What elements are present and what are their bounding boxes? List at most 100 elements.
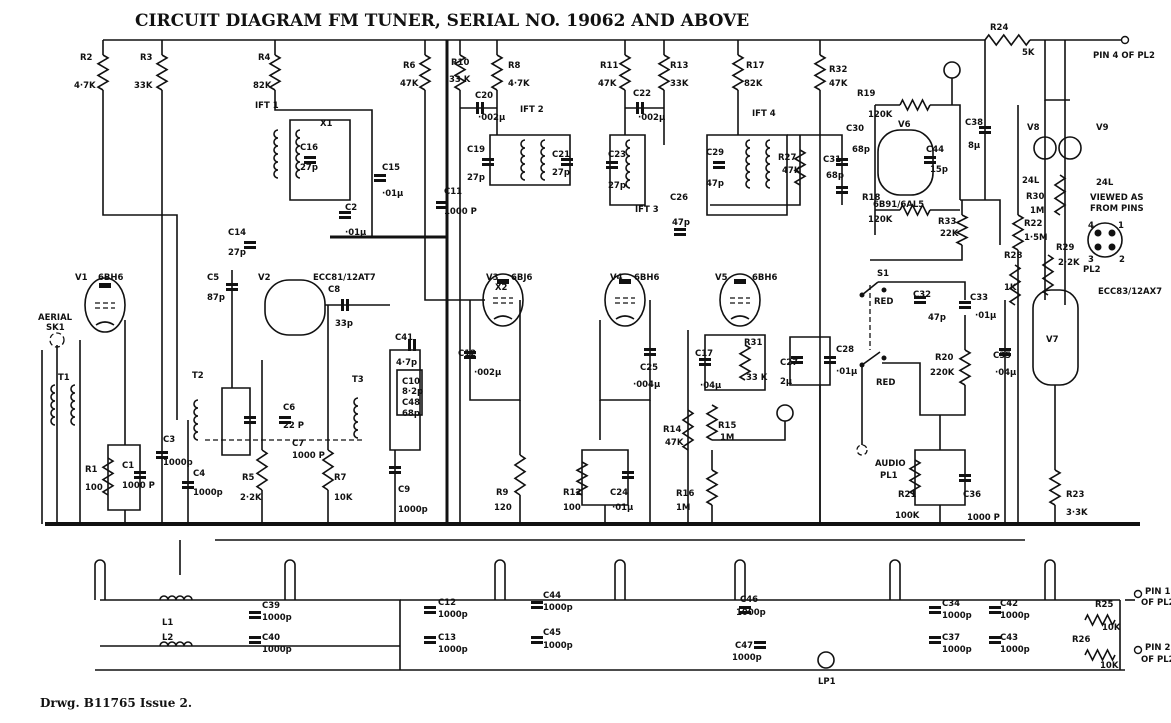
label-c12av: ·002µ [474, 368, 501, 378]
label-c39: C39 [262, 601, 280, 611]
valve-cathode [95, 321, 115, 326]
components [49, 33, 1143, 669]
label-c47v: 1000p [732, 653, 762, 663]
label-r16: R16 [676, 489, 694, 499]
capacitor-plate [999, 348, 1011, 351]
capacitor-plate [182, 486, 194, 489]
c44b-capacitor [531, 601, 543, 609]
label-r1: R1 [85, 465, 98, 475]
capacitor-plate [389, 466, 401, 469]
label-r30v: 1M [1030, 206, 1044, 216]
label-v9t: 24L [1096, 178, 1114, 188]
v8-lamp [1033, 136, 1057, 160]
valve-anode [497, 279, 509, 284]
c20-capacitor [476, 102, 484, 114]
label-v4t: 6BH6 [634, 273, 660, 283]
label-pl1: PL1 [880, 471, 898, 481]
label-aerial: AERIAL [38, 313, 73, 323]
capacitor-plate [636, 102, 639, 114]
audio-pl1-socket [856, 444, 868, 456]
c44-capacitor [924, 156, 936, 164]
wire [874, 105, 1001, 245]
label-c25: C25 [640, 363, 658, 373]
label-r32: R32 [829, 65, 847, 75]
label-v5t: 6BH6 [752, 273, 778, 283]
r16-resistor [705, 469, 719, 506]
label-c10v: 8·2p [402, 387, 423, 397]
s1-contact [881, 355, 887, 361]
wire [41, 340, 81, 524]
label-c24: C24 [610, 488, 628, 498]
capacitor-plate [389, 471, 401, 474]
capacitor-plate [622, 476, 634, 479]
label-r21: R21 [898, 490, 916, 500]
wire [325, 304, 390, 524]
capacitor-plate [674, 233, 686, 236]
valve-cathode [730, 315, 750, 320]
label-x1: X1 [320, 119, 333, 129]
t2-coil [193, 399, 199, 441]
c42-capacitor [989, 606, 1001, 614]
capacitor-plate [341, 299, 344, 311]
label-r9: R9 [496, 488, 509, 498]
label-viewed2: FROM PINS [1090, 204, 1144, 214]
capacitor-plate [713, 166, 725, 169]
label-r15: R15 [718, 421, 736, 431]
label-c29v: 47p [706, 179, 724, 189]
terminal [1133, 645, 1143, 655]
capacitor-plate [979, 126, 991, 129]
capacitor-plate [561, 163, 573, 166]
label-r2: R2 [80, 53, 93, 63]
r28-resistor [1008, 264, 1022, 306]
r1-resistor [101, 457, 115, 496]
label-r10v: 33 K [449, 75, 471, 85]
label-c9: C9 [398, 485, 410, 495]
label-c26: C26 [670, 193, 688, 203]
capacitor-plate [156, 456, 168, 459]
label-c6: C6 [283, 403, 295, 413]
r4-resistor [268, 54, 282, 91]
label-p3: 3 [1088, 255, 1094, 265]
r18-resistor [899, 203, 931, 217]
capacitor-plate [836, 163, 848, 166]
label-c38v: 8µ [968, 141, 980, 151]
valve-grid [615, 297, 635, 304]
capacitor-plate [436, 206, 448, 209]
capacitor-plate [959, 479, 971, 482]
label-viewed1: VIEWED AS [1090, 193, 1143, 203]
label-r17: R17 [746, 61, 764, 71]
r8-resistor [490, 54, 504, 91]
capacitor-plate [924, 161, 936, 164]
label-c25v: ·004µ [633, 380, 660, 390]
lp1-lamp [817, 651, 835, 669]
capacitor-plate [134, 476, 146, 479]
label-r27: R27 [778, 153, 796, 163]
label-r6v: 47K [400, 79, 419, 89]
c47-capacitor [754, 641, 766, 649]
capacitor-plate [622, 471, 634, 474]
label-r15v: 1M [720, 433, 734, 443]
wiring [41, 39, 1140, 671]
capacitor-plate [754, 646, 766, 649]
label-r13v: 33K [670, 79, 689, 89]
capacitor-plate [914, 301, 926, 304]
pl2-pin [1094, 243, 1102, 251]
label-r14: R14 [663, 425, 681, 435]
label-r19v: 120K [868, 110, 893, 120]
label-r18v: 120K [868, 215, 893, 225]
label-r23v: 3·3K [1066, 508, 1088, 518]
label-c35v: ·04µ [995, 368, 1016, 378]
label-r8v: 4·7K [508, 79, 530, 89]
label-pin1b: OF PL2 [1141, 598, 1171, 608]
label-x2: X2 [495, 283, 508, 293]
label-r5: R5 [242, 473, 255, 483]
c45-capacitor [531, 636, 543, 644]
label-c48: C48 [402, 398, 420, 408]
capacitor-plate [989, 641, 1001, 644]
filter-loop [734, 559, 746, 600]
label-c6v: 22 P [283, 421, 304, 431]
capacitor-plate [929, 641, 941, 644]
c25-capacitor [644, 348, 656, 356]
label-l2: L2 [162, 633, 173, 643]
capacitor-plate [531, 601, 543, 604]
